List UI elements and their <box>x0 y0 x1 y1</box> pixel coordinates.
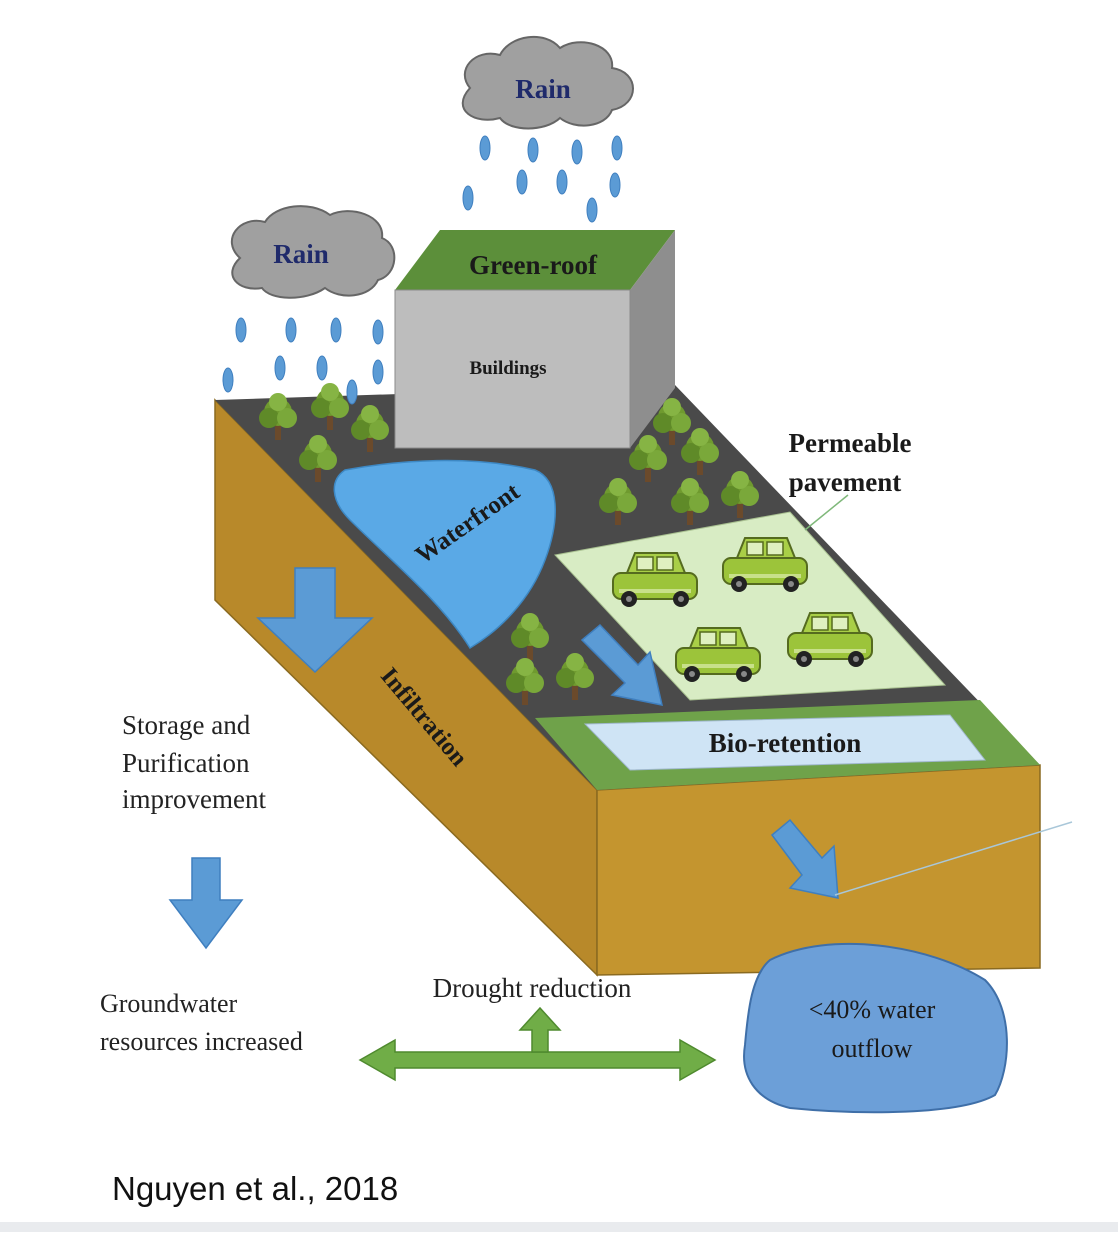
waterfront-pool <box>333 459 556 650</box>
permeable-label-line1: Permeable <box>789 428 912 458</box>
green-roof-label: Green-roof <box>469 250 598 280</box>
building-front <box>394 289 631 449</box>
building-top-green-roof <box>395 230 675 290</box>
rain-drops-top <box>462 135 623 223</box>
rain-cloud-left <box>230 205 396 299</box>
storage-label-line2: Purification <box>122 748 250 778</box>
outflow-label-line1: <40% water <box>809 995 936 1024</box>
rain-drops-left <box>222 317 384 405</box>
storage-label-line3: improvement <box>122 784 266 814</box>
drought-reduction-label: Drought reduction <box>433 973 632 1003</box>
rain-left-label: Rain <box>273 239 329 269</box>
bottom-divider <box>0 1222 1118 1232</box>
permeable-leader-line <box>804 494 849 531</box>
outflow-arrow <box>770 818 839 899</box>
permeable-label-line2: pavement <box>789 467 901 497</box>
citation-caption: Nguyen et al., 2018 <box>112 1170 399 1207</box>
outflow-leader-line <box>834 821 1073 896</box>
drought-reduction-arrows <box>358 1006 717 1082</box>
bio-retention-pool <box>583 714 987 771</box>
rain-top-label: Rain <box>515 74 571 104</box>
buildings-label: Buildings <box>469 358 546 379</box>
rain-cloud-top <box>461 35 634 130</box>
outflow-pool <box>743 942 1008 1114</box>
bio-retention-label: Bio-retention <box>709 728 861 758</box>
outflow-label-line2: outflow <box>832 1034 913 1063</box>
groundwater-label-line1: Groundwater <box>100 989 238 1018</box>
storage-down-arrow <box>168 857 244 950</box>
storage-label-line1: Storage and <box>122 710 251 740</box>
building-side <box>630 230 675 448</box>
groundwater-label-line2: resources increased <box>100 1027 303 1056</box>
flow-arrow-to-bioretention <box>580 623 663 706</box>
infiltration-arrow <box>256 567 374 674</box>
